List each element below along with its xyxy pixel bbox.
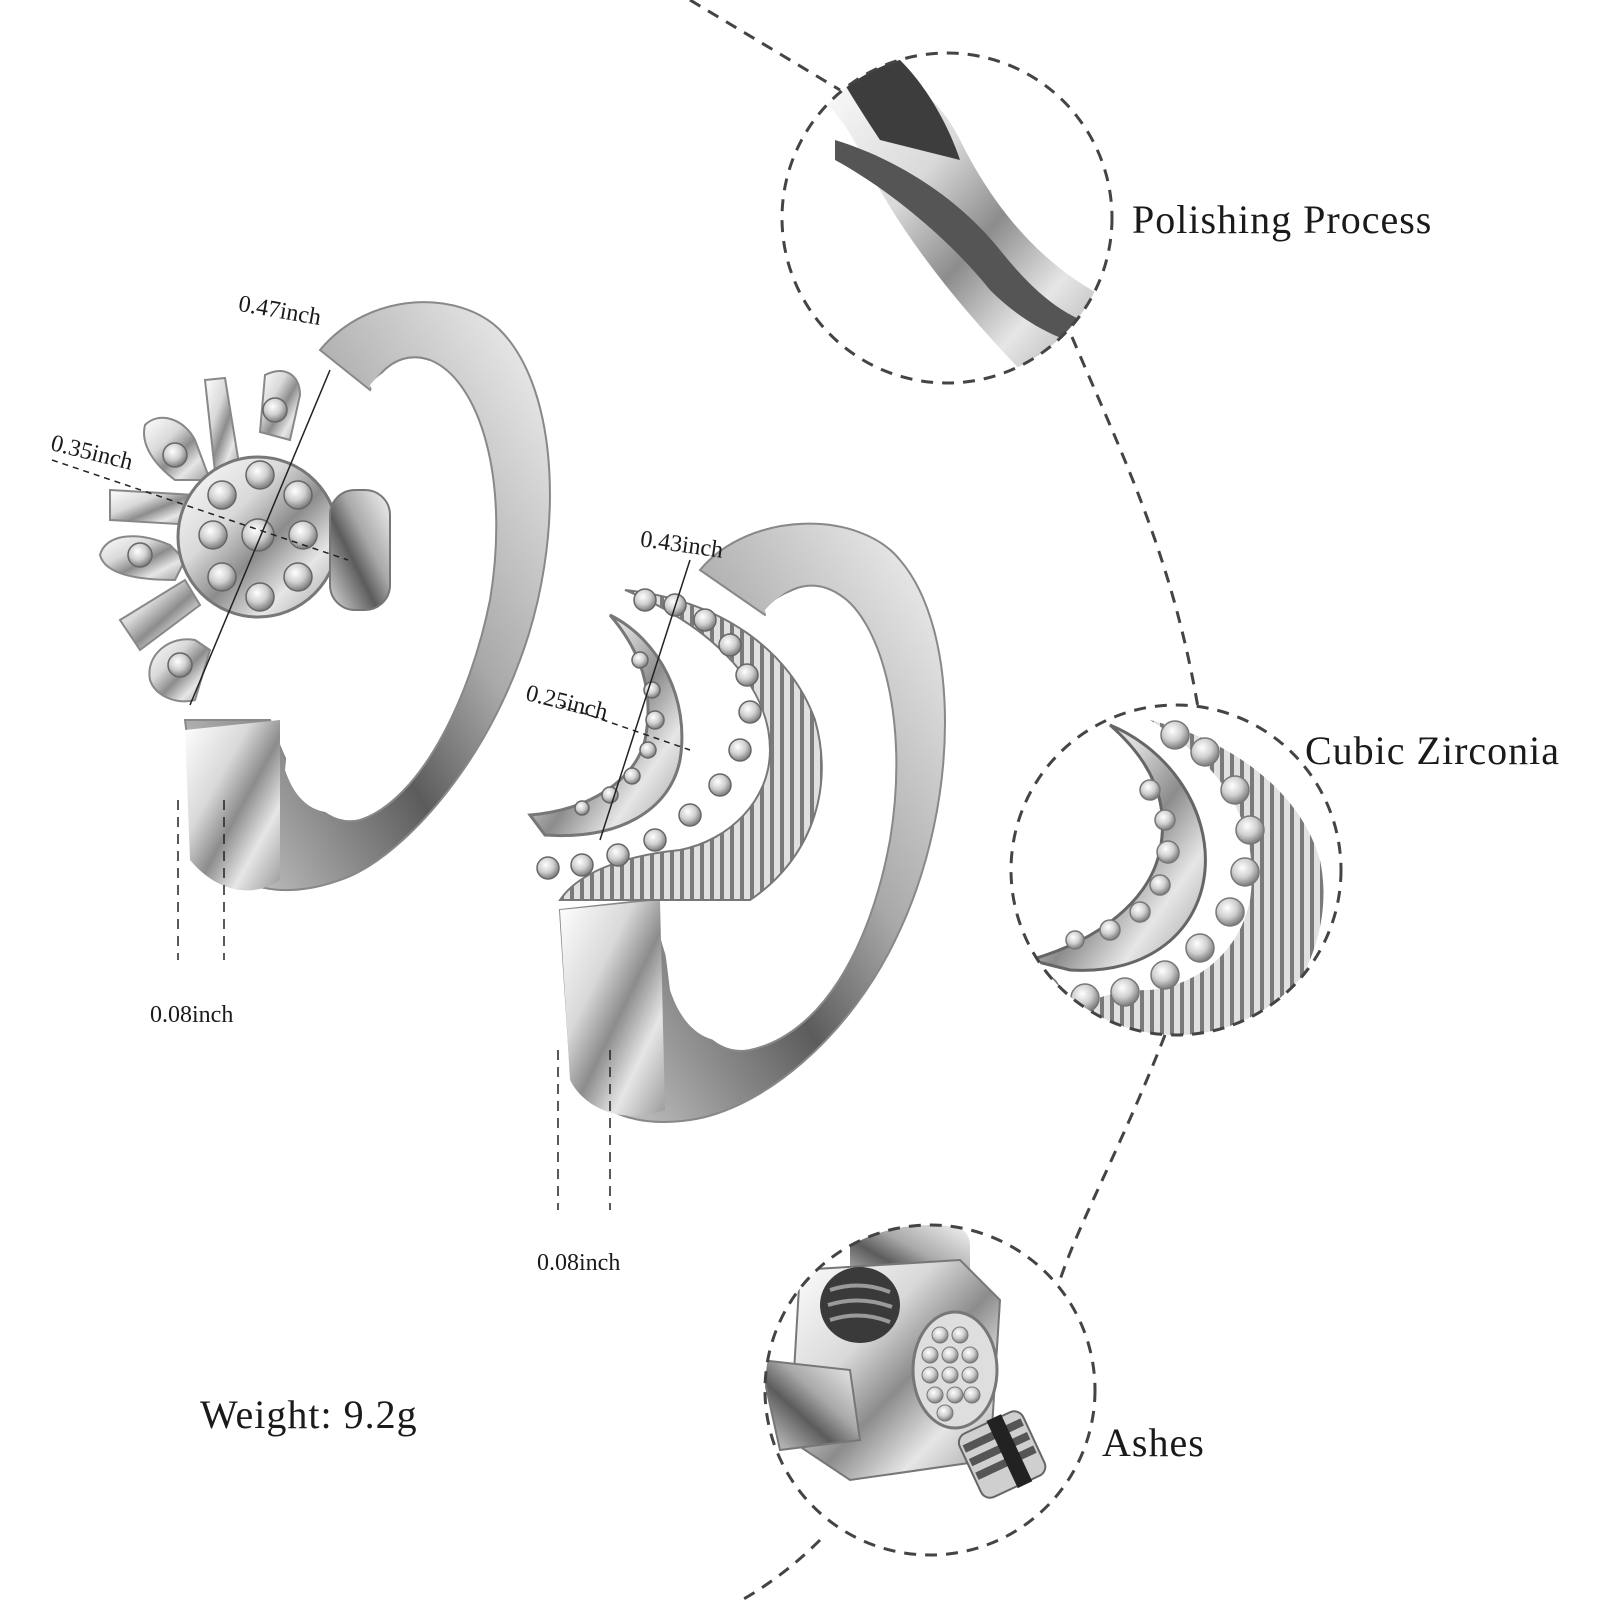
moon-band-label: 0.08inch [537,1250,621,1276]
connector-bottom [739,1538,822,1601]
moon-height-line [559,704,691,751]
connector-lines [689,0,1202,1601]
sun-ring-image [98,301,551,891]
zirconia-label: Cubic Zirconia [1305,728,1561,773]
connector-top-mid [1070,336,1202,721]
polishing-label: Polishing Process [1132,197,1433,242]
polishing-closeup-icon [780,51,1114,385]
connector-top [689,0,841,92]
connector-mid-bot [1058,1034,1167,1281]
moon-width-line [599,559,691,841]
sun-height-line [51,459,349,561]
moon-ring-image [527,522,946,1123]
zirconia-closeup-icon [1009,703,1343,1037]
measurement-lines [51,369,691,1210]
ashes-closeup-icon [763,1223,1097,1557]
sun-band-label: 0.08inch [150,1002,234,1028]
sun-width-line [189,369,331,706]
weight-label: Weight: 9.2g [200,1392,418,1437]
ashes-label: Ashes [1102,1420,1205,1465]
